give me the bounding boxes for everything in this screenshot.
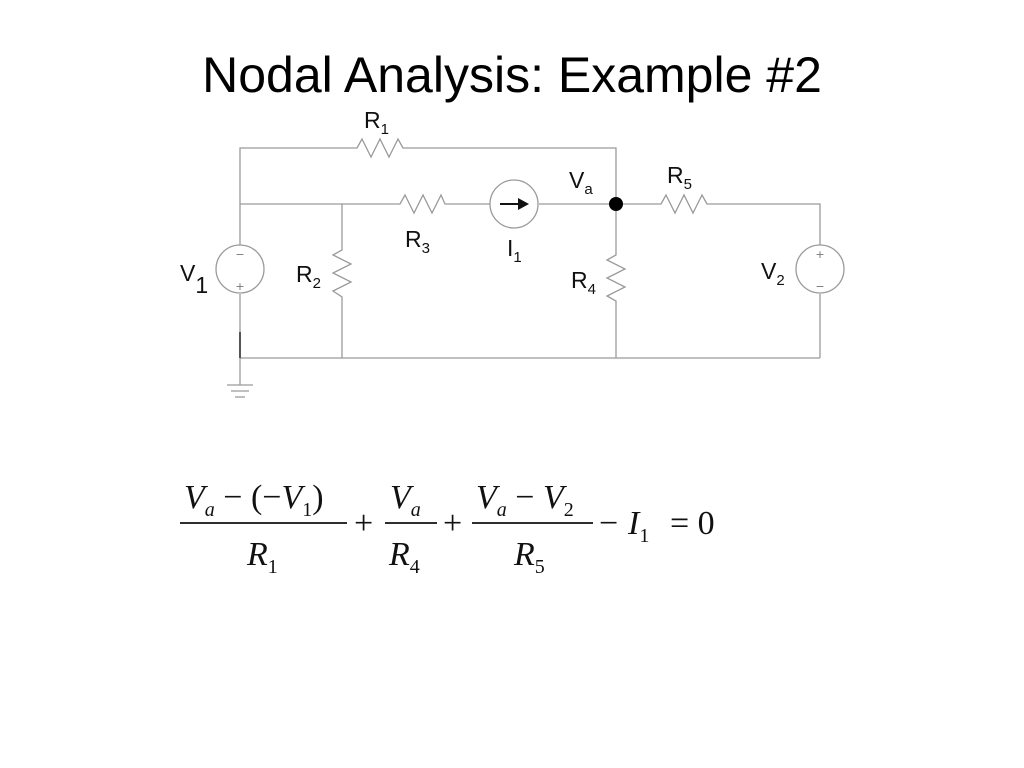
eq-equals-zero: = 0 bbox=[670, 505, 715, 542]
label-r1: R1 bbox=[364, 107, 389, 138]
eq-term1-numerator: Va − (−V1) bbox=[184, 479, 324, 521]
eq-plus-1: + bbox=[354, 505, 373, 542]
v2-plus-sign: + bbox=[815, 248, 824, 261]
eq-term2-numerator: Va bbox=[390, 479, 421, 521]
eq-plus-2: + bbox=[443, 505, 462, 542]
eq-minus: − bbox=[599, 505, 618, 542]
voltage-source-v1: − + bbox=[215, 244, 265, 294]
v1-minus-sign: − bbox=[235, 248, 244, 261]
v1-plus-sign: + bbox=[235, 280, 244, 293]
eq-term3-numerator: Va − V2 bbox=[476, 479, 574, 521]
current-source-i1 bbox=[489, 179, 539, 229]
v2-minus-sign: − bbox=[815, 280, 824, 293]
label-r5: R5 bbox=[667, 162, 692, 193]
label-va: Va bbox=[569, 167, 593, 198]
resistor-r1 bbox=[352, 137, 406, 159]
label-r3: R3 bbox=[405, 226, 430, 257]
eq-term2-denominator: R4 bbox=[388, 536, 420, 578]
eq-term1-denominator: R1 bbox=[246, 536, 278, 578]
resistor-r5 bbox=[656, 193, 710, 215]
slide-title: Nodal Analysis: Example #2 bbox=[202, 47, 822, 103]
label-v2: V2 bbox=[761, 258, 785, 289]
label-v1: V1 bbox=[180, 260, 208, 298]
label-i1: I1 bbox=[507, 235, 522, 266]
circuit-wires bbox=[239, 147, 821, 385]
resistor-r3 bbox=[395, 193, 447, 215]
eq-term3-denominator: R5 bbox=[513, 536, 545, 578]
label-r2: R2 bbox=[296, 261, 321, 292]
nodal-equation: Va − (−V1) R1 + Va R4 + Va − V2 R5 − I1 … bbox=[180, 479, 715, 578]
ground-symbol bbox=[227, 384, 253, 398]
eq-current-term: I1 bbox=[627, 505, 649, 547]
resistor-r2 bbox=[331, 245, 353, 302]
resistor-r4 bbox=[605, 250, 627, 305]
voltage-source-v2: + − bbox=[795, 244, 845, 294]
node-va-dot bbox=[609, 197, 623, 211]
label-r4: R4 bbox=[571, 267, 596, 298]
